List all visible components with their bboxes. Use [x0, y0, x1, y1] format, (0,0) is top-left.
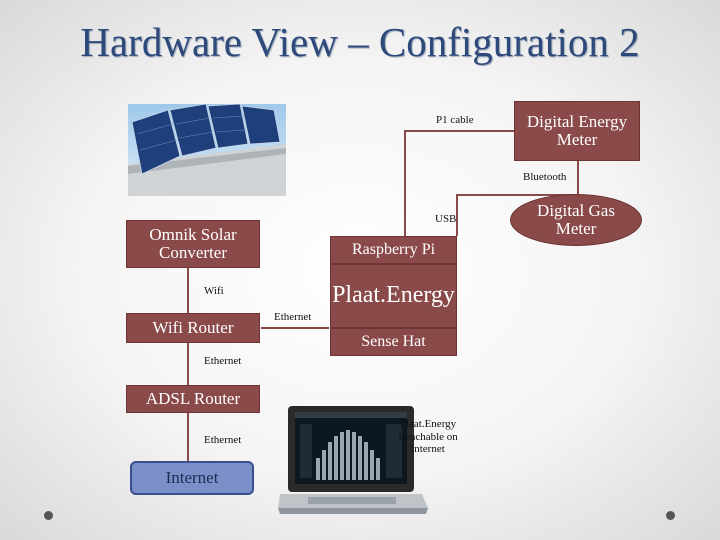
solar-panel-image [128, 104, 286, 196]
ethernet-pi-label: Ethernet [274, 311, 312, 323]
reachable-note: Plaat.Energy Reachable on internet [398, 418, 458, 456]
digital-energy-meter-box: Digital Energy Meter [514, 101, 640, 161]
ethernet-adsl-internet-label: Ethernet [204, 434, 242, 446]
plaat-energy-box: Plaat.Energy [330, 264, 457, 328]
laptop-image [278, 406, 428, 514]
corner-dot [44, 511, 53, 520]
p1-cable-label: P1 cable [436, 114, 474, 126]
corner-dot [666, 511, 675, 520]
internet-box: Internet [130, 461, 254, 495]
digital-gas-meter-box: Digital Gas Meter [510, 194, 642, 246]
wifi-router-box: Wifi Router [126, 313, 260, 343]
ethernet-wifi-adsl-label: Ethernet [204, 355, 242, 367]
wifi-label: Wifi [204, 285, 224, 297]
page-title: Hardware View – Configuration 2 [80, 19, 640, 65]
raspberry-pi-box: Raspberry Pi [330, 236, 457, 264]
usb-label: USB [435, 213, 457, 225]
bluetooth-label: Bluetooth [523, 171, 567, 183]
adsl-router-box: ADSL Router [126, 385, 260, 413]
sense-hat-box: Sense Hat [330, 328, 457, 356]
omnik-solar-converter-box: Omnik Solar Converter [126, 220, 260, 268]
